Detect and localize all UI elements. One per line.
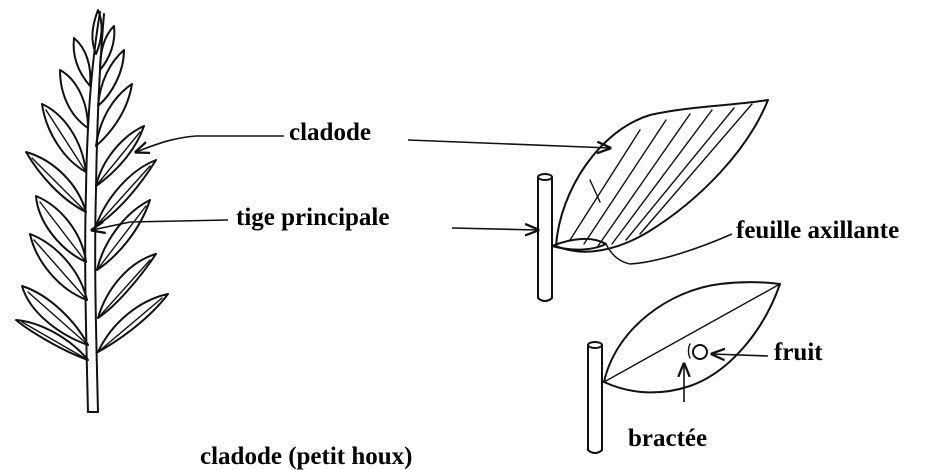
- cladodes-right: [96, 26, 168, 352]
- arrow-tige-left: [92, 220, 228, 230]
- leader-lines: [92, 136, 768, 402]
- arrow-tige-right: [452, 228, 538, 230]
- label-tige-principale: tige principale: [236, 205, 389, 230]
- sprig-drawing: [16, 10, 168, 412]
- cladode-detail-drawing: [538, 100, 768, 301]
- feuille-axillante-shape: [552, 239, 606, 250]
- label-feuille-axillante: feuille axillante: [736, 218, 899, 243]
- label-bractee: bractée: [628, 426, 707, 451]
- arrow-feuille-axillante: [630, 234, 732, 264]
- label-cladode: cladode: [289, 120, 371, 145]
- arrow-cladode-left: [136, 136, 284, 152]
- bract-stem: [588, 346, 602, 450]
- detail-stem: [538, 178, 552, 298]
- caption: cladode (petit houx): [200, 444, 413, 469]
- arrow-fruit: [712, 354, 768, 356]
- bract-midrib: [604, 284, 780, 382]
- fruit-shape: [693, 345, 707, 359]
- arrow-cladode-right: [408, 140, 610, 148]
- label-fruit: fruit: [774, 340, 823, 365]
